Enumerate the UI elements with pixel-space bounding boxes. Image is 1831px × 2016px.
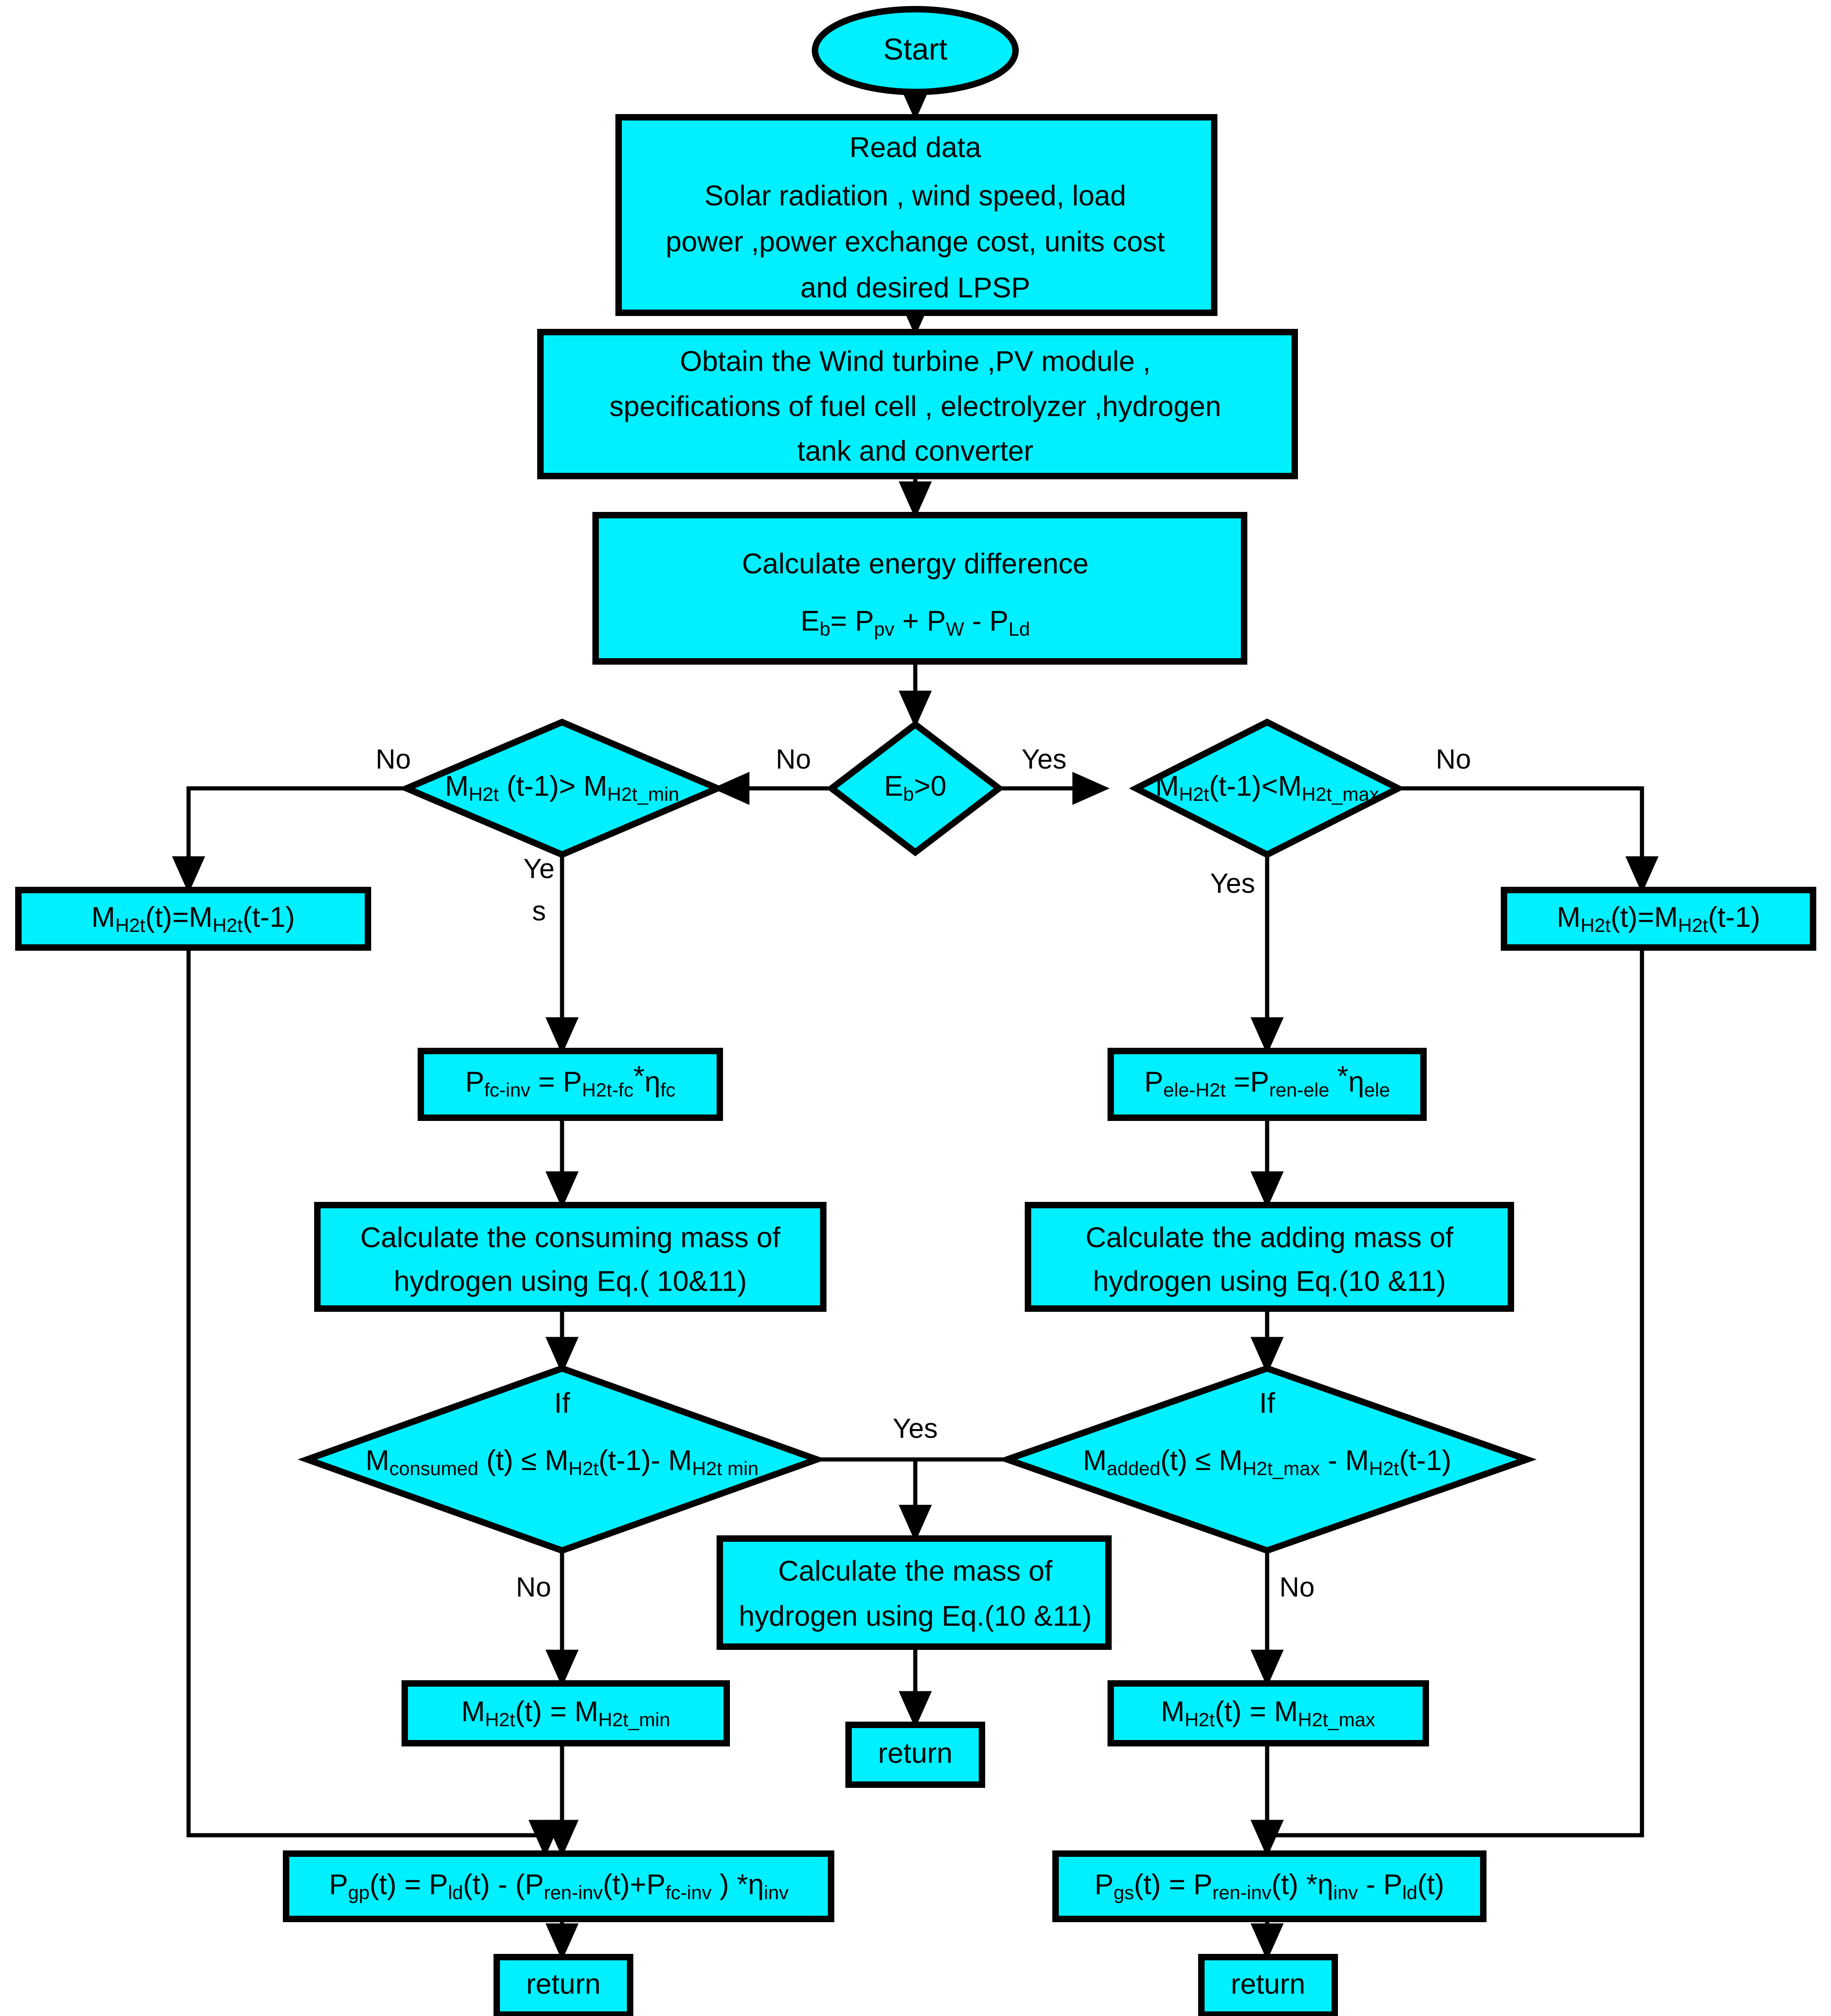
assign-right-label: MH2t(t)=MH2t(t-1) <box>1557 902 1760 936</box>
label-dmin-no: No <box>376 744 411 775</box>
node-set-m-min[interactable]: MH2t(t) = MH2t_min <box>402 1680 730 1746</box>
obtain-line2: specifications of fuel cell , electrolyz… <box>609 391 1221 422</box>
node-calc-adding-mass[interactable]: Calculate the adding mass of hydrogen us… <box>1025 1202 1514 1312</box>
node-grid-sell-power[interactable]: Pgs(t) = Pren-inv(t) *ηinv - Pld(t) <box>1052 1850 1487 1922</box>
edge-dmin-no <box>172 786 405 894</box>
calc-adding-line1: Calculate the adding mass of <box>1085 1222 1453 1253</box>
node-calculate-energy-difference[interactable]: Calculate energy difference Eb= Ppv + PW… <box>592 512 1247 665</box>
set-min-label: MH2t(t) = MH2t_min <box>461 1696 670 1730</box>
node-return-left[interactable]: return <box>494 1954 633 2016</box>
node-obtain-specs[interactable]: Obtain the Wind turbine ,PV module , spe… <box>537 329 1298 479</box>
return-left-label: return <box>526 1968 601 2000</box>
calc-energy-formula: Eb= Ppv + PW - PLd <box>801 605 1030 640</box>
label-eb-yes: Yes <box>1022 744 1067 775</box>
if-added-condition: Madded(t) ≤ MH2t_max - MH2t(t-1) <box>1083 1445 1452 1479</box>
node-calc-consuming-mass[interactable]: Calculate the consuming mass of hydrogen… <box>314 1202 827 1312</box>
node-calc-mass[interactable]: Calculate the mass of hydrogen using Eq.… <box>717 1535 1112 1650</box>
read-data-line1: Read data <box>849 132 982 163</box>
set-max-label: MH2t(t) = MH2t_max <box>1161 1696 1375 1730</box>
node-return-right[interactable]: return <box>1198 1954 1338 2016</box>
node-if-consumed-within-limit[interactable]: If Mconsumed (t) ≤ MH2t(t-1)- MH2t min <box>298 1365 827 1554</box>
return-mid-label: return <box>878 1737 953 1769</box>
node-assign-right[interactable]: MH2t(t)=MH2t(t-1) <box>1501 887 1816 951</box>
start-label: Start <box>883 32 947 66</box>
node-decision-above-min[interactable]: MH2t (t-1)> MH2t_min <box>398 718 726 858</box>
obtain-line3: tank and converter <box>797 435 1033 467</box>
node-return-middle[interactable]: return <box>845 1722 985 1788</box>
calc-energy-line1: Calculate energy difference <box>742 548 1089 580</box>
calc-adding-line2: hydrogen using Eq.(10 &11) <box>1093 1265 1446 1297</box>
node-start[interactable]: Start <box>812 6 1019 95</box>
node-formula-fc-inv[interactable]: Pfc-inv = PH2t-fc*ηfc <box>418 1048 723 1121</box>
calc-consuming-line1: Calculate the consuming mass of <box>360 1222 781 1253</box>
node-assign-left[interactable]: MH2t(t)=MH2t(t-1) <box>15 887 371 951</box>
node-set-m-max[interactable]: MH2t(t) = MH2t_max <box>1108 1680 1429 1746</box>
label-dmax-no: No <box>1436 744 1471 775</box>
obtain-line1: Obtain the Wind turbine ,PV module , <box>680 345 1151 377</box>
decision-eb-label: Eb>0 <box>884 770 946 805</box>
label-eb-no: No <box>776 744 811 775</box>
node-decision-below-max[interactable]: MH2t(t-1)<MH2t_max <box>1129 718 1406 858</box>
grid-sell-label: Pgs(t) = Pren-inv(t) *ηinv - Pld(t) <box>1095 1869 1444 1903</box>
label-ifconsumed-yes: Yes <box>893 1413 938 1444</box>
if-consumed-if: If <box>554 1387 570 1419</box>
label-ifadded-no: No <box>1280 1572 1315 1602</box>
grid-purchase-label: Pgp(t) = Pld(t) - (Pren-inv(t)+Pfc-inv )… <box>329 1869 788 1903</box>
if-added-if: If <box>1259 1387 1275 1419</box>
calc-mass-line1: Calculate the mass of <box>778 1555 1053 1587</box>
decision-max-label: MH2t(t-1)<MH2t_max <box>1155 770 1379 805</box>
decision-min-label: MH2t (t-1)> MH2t_min <box>445 770 679 805</box>
label-dmin-yes-1: Ye <box>523 853 555 884</box>
read-data-line3: power ,power exchange cost, units cost <box>666 226 1165 258</box>
label-dmax-yes: Yes <box>1210 868 1255 899</box>
calc-mass-line2: hydrogen using Eq.(10 &11) <box>739 1600 1091 1632</box>
formula-fc-label: Pfc-inv = PH2t-fc*ηfc <box>465 1061 675 1101</box>
node-read-data[interactable]: Read data Solar radiation , wind speed, … <box>615 114 1217 316</box>
node-if-added-within-limit[interactable]: If Madded(t) ≤ MH2t_max - MH2t(t-1) <box>997 1365 1537 1554</box>
assign-left-label: MH2t(t)=MH2t(t-1) <box>92 902 295 936</box>
formula-ele-label: Pele-H2t =Pren-ele *ηele <box>1144 1061 1390 1101</box>
node-decision-eb-positive[interactable]: Eb>0 <box>826 720 1004 856</box>
if-consumed-condition: Mconsumed (t) ≤ MH2t(t-1)- MH2t min <box>366 1445 759 1479</box>
return-right-label: return <box>1231 1968 1305 2000</box>
label-ifconsumed-no: No <box>516 1572 551 1602</box>
calc-consuming-line2: hydrogen using Eq.( 10&11) <box>394 1265 746 1297</box>
edge-assignleft-to-gridpurchase <box>186 948 562 1857</box>
node-grid-purchase-power[interactable]: Pgp(t) = Pld(t) - (Pren-inv(t)+Pfc-inv )… <box>283 1850 834 1922</box>
edge-dmax-no <box>1398 786 1659 894</box>
read-data-line4: and desired LPSP <box>800 272 1030 304</box>
node-formula-ele-h2t[interactable]: Pele-H2t =Pren-ele *ηele <box>1108 1048 1427 1121</box>
label-dmin-yes-2: s <box>532 896 546 926</box>
read-data-line2: Solar radiation , wind speed, load <box>705 180 1126 212</box>
